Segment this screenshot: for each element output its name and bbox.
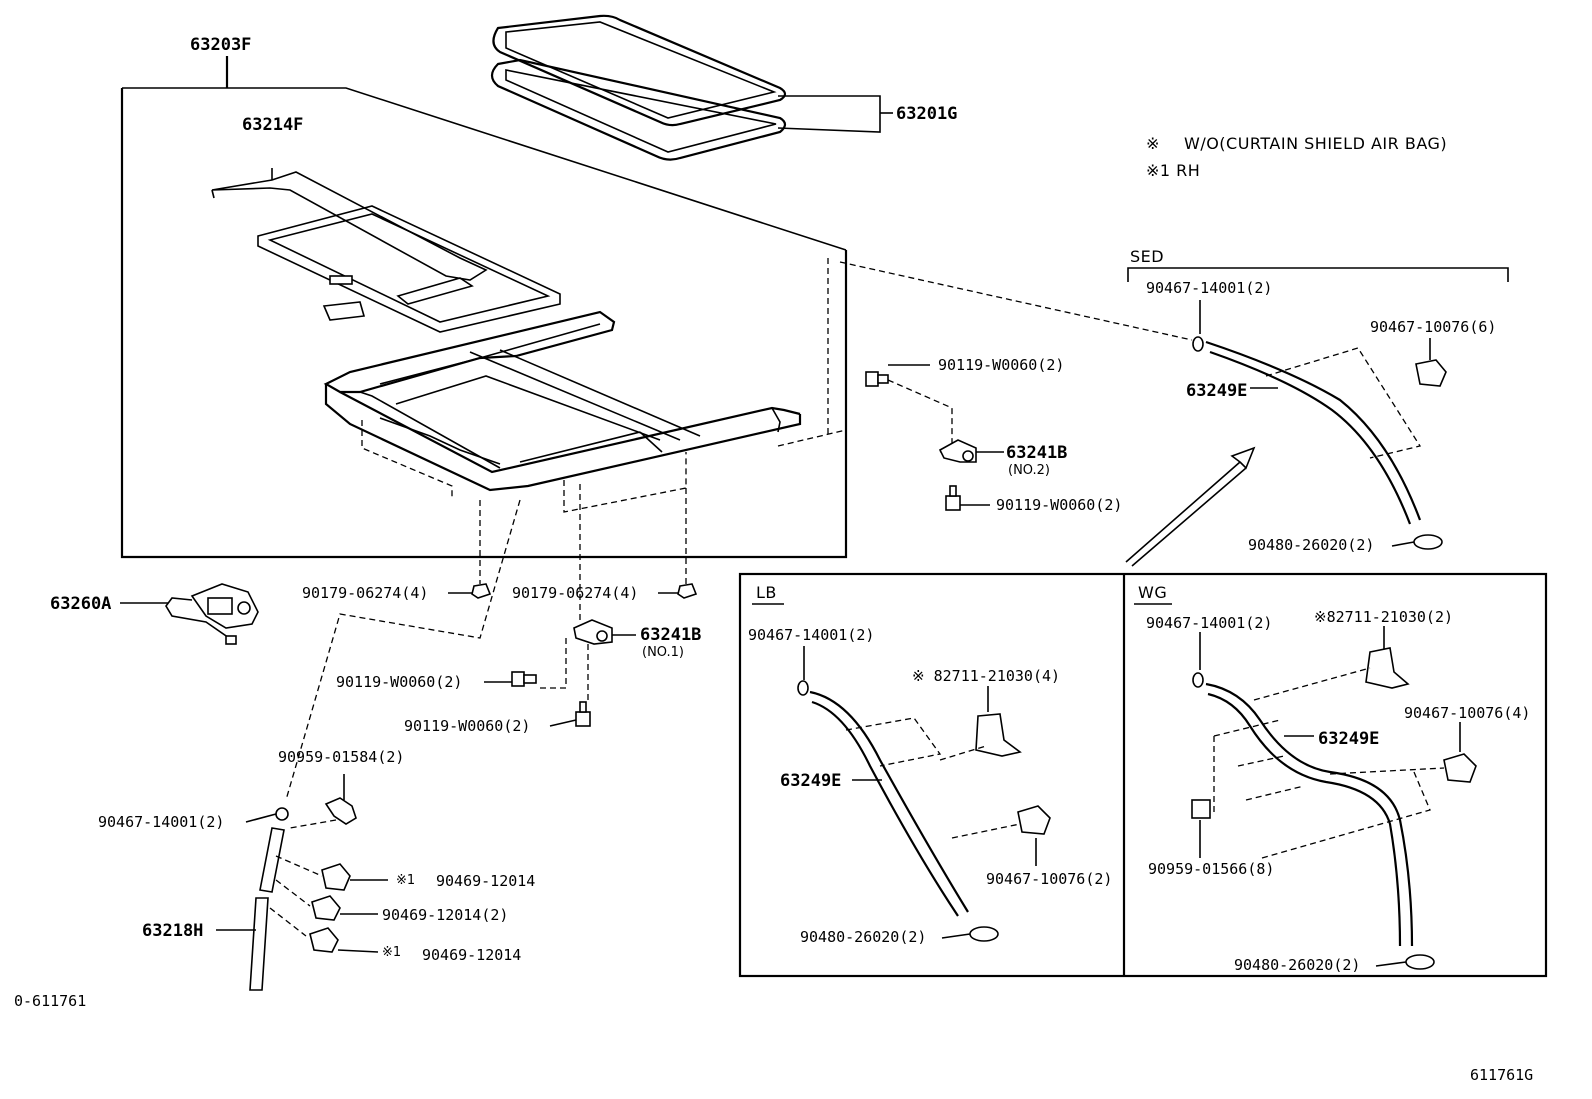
label-90179-b: 90179-06274(4) [512,584,638,602]
sunshade-panel [257,205,561,333]
label-90469-c: 90469-12014 [422,946,521,964]
label-sed-90467-14001: 90467-14001(2) [1146,279,1272,297]
sunshade-rail [211,168,488,281]
sunroof-motor [165,583,259,645]
bracket-63201G [777,95,881,133]
lb-clip-90467-10076 [1017,805,1051,835]
bolt-90119-c [511,671,537,687]
label-90469-b: 90469-12014(2) [382,906,508,924]
label-wg-90480: 90480-26020(2) [1234,956,1360,974]
footer-right-code: 611761G [1470,1066,1533,1084]
label-90959-01584: 90959-01584(2) [278,748,404,766]
label-63241B-no1: 63241B [640,625,701,645]
sed-bracket [1127,267,1509,282]
label-63203F: 63203F [190,35,251,55]
clip-90959-01584 [324,797,357,825]
clip-90469-a [321,863,351,891]
label-sed-90467-10076: 90467-10076(6) [1370,318,1496,336]
note-wo-curtain-shield: W/O(CURTAIN SHIELD AIR BAG) [1184,134,1447,153]
label-lb-82711: ※ 82711-21030(4) [912,667,1060,685]
wg-clip-90959 [1191,799,1211,819]
label-wg-90959: 90959-01566(8) [1148,860,1274,878]
wg-drain-hose [1205,682,1414,947]
label-90119-c: 90119-W0060(2) [336,673,462,691]
label-lb-90467-14001: 90467-14001(2) [748,626,874,644]
footer-left-code: 0-611761 [14,992,86,1010]
clip-90469-c [309,927,339,953]
label-wg-82711: ※82711-21030(2) [1314,608,1453,626]
label-63201G: 63201G [896,104,957,124]
sed-clamp [1192,336,1204,352]
clamp-90467-14001-left [275,807,289,821]
label-90467-14001-left: 90467-14001(2) [98,813,224,831]
label-lb-63249E: 63249E [780,771,841,791]
label-90179-a: 90179-06274(4) [302,584,428,602]
label-sed-90480: 90480-26020(2) [1248,536,1374,554]
nut-90179-a [471,583,492,599]
lb-grommet [969,926,999,942]
label-90469-a: 90469-12014 [436,872,535,890]
label-wg-90467-10076: 90467-10076(4) [1404,704,1530,722]
label-lb-90480: 90480-26020(2) [800,928,926,946]
sed-grommet [1413,534,1443,550]
lb-bracket-82711 [975,713,1022,757]
bracket-63241B-no1 [573,619,613,645]
sed-clip-90467-10076 [1415,359,1447,387]
lb-drain-hose [809,690,969,917]
sed-drain-hose [1205,340,1422,525]
variant-box [738,572,1548,978]
clip-90469-b [311,895,341,921]
label-no1: (NO.1) [642,645,684,660]
drain-hose-upper [259,827,285,893]
note-mark: ※ [1146,134,1160,153]
direction-arrow [1125,446,1256,563]
glass-panel-lower [490,58,787,161]
label-sed-63249E: 63249E [1186,381,1247,401]
rh-mark-b: ※1 [382,945,401,960]
label-no2: (NO.2) [1008,463,1050,478]
label-63218H: 63218H [142,921,203,941]
section-lb: LB [756,583,777,602]
rh-mark-a: ※1 [396,873,415,888]
wg-clamp [1192,672,1204,688]
label-63241B-no2: 63241B [1006,443,1067,463]
label-wg-63249E: 63249E [1318,729,1379,749]
label-63214F: 63214F [242,115,303,135]
section-wg: WG [1138,583,1167,602]
label-90119-d: 90119-W0060(2) [404,717,530,735]
wg-grommet [1405,954,1435,970]
label-lb-90467-10076: 90467-10076(2) [986,870,1112,888]
nut-90179-b [677,583,698,599]
bolt-90119-d [575,701,591,727]
section-sed: SED [1130,247,1164,266]
label-wg-90467-14001: 90467-14001(2) [1146,614,1272,632]
sunroof-frame [323,310,802,492]
drain-hose-lower [249,897,269,991]
lb-clamp [797,680,809,696]
label-90119-a: 90119-W0060(2) [938,356,1064,374]
bolt-90119-a [865,371,889,387]
bracket-63241B-no2 [938,439,977,463]
bolt-90119-b [945,485,961,511]
label-90119-b: 90119-W0060(2) [996,496,1122,514]
note-rh: ※1 RH [1146,161,1200,180]
wg-bracket-82711 [1365,647,1410,689]
label-63260A: 63260A [50,594,111,614]
wg-clip-90467-10076 [1443,753,1477,783]
